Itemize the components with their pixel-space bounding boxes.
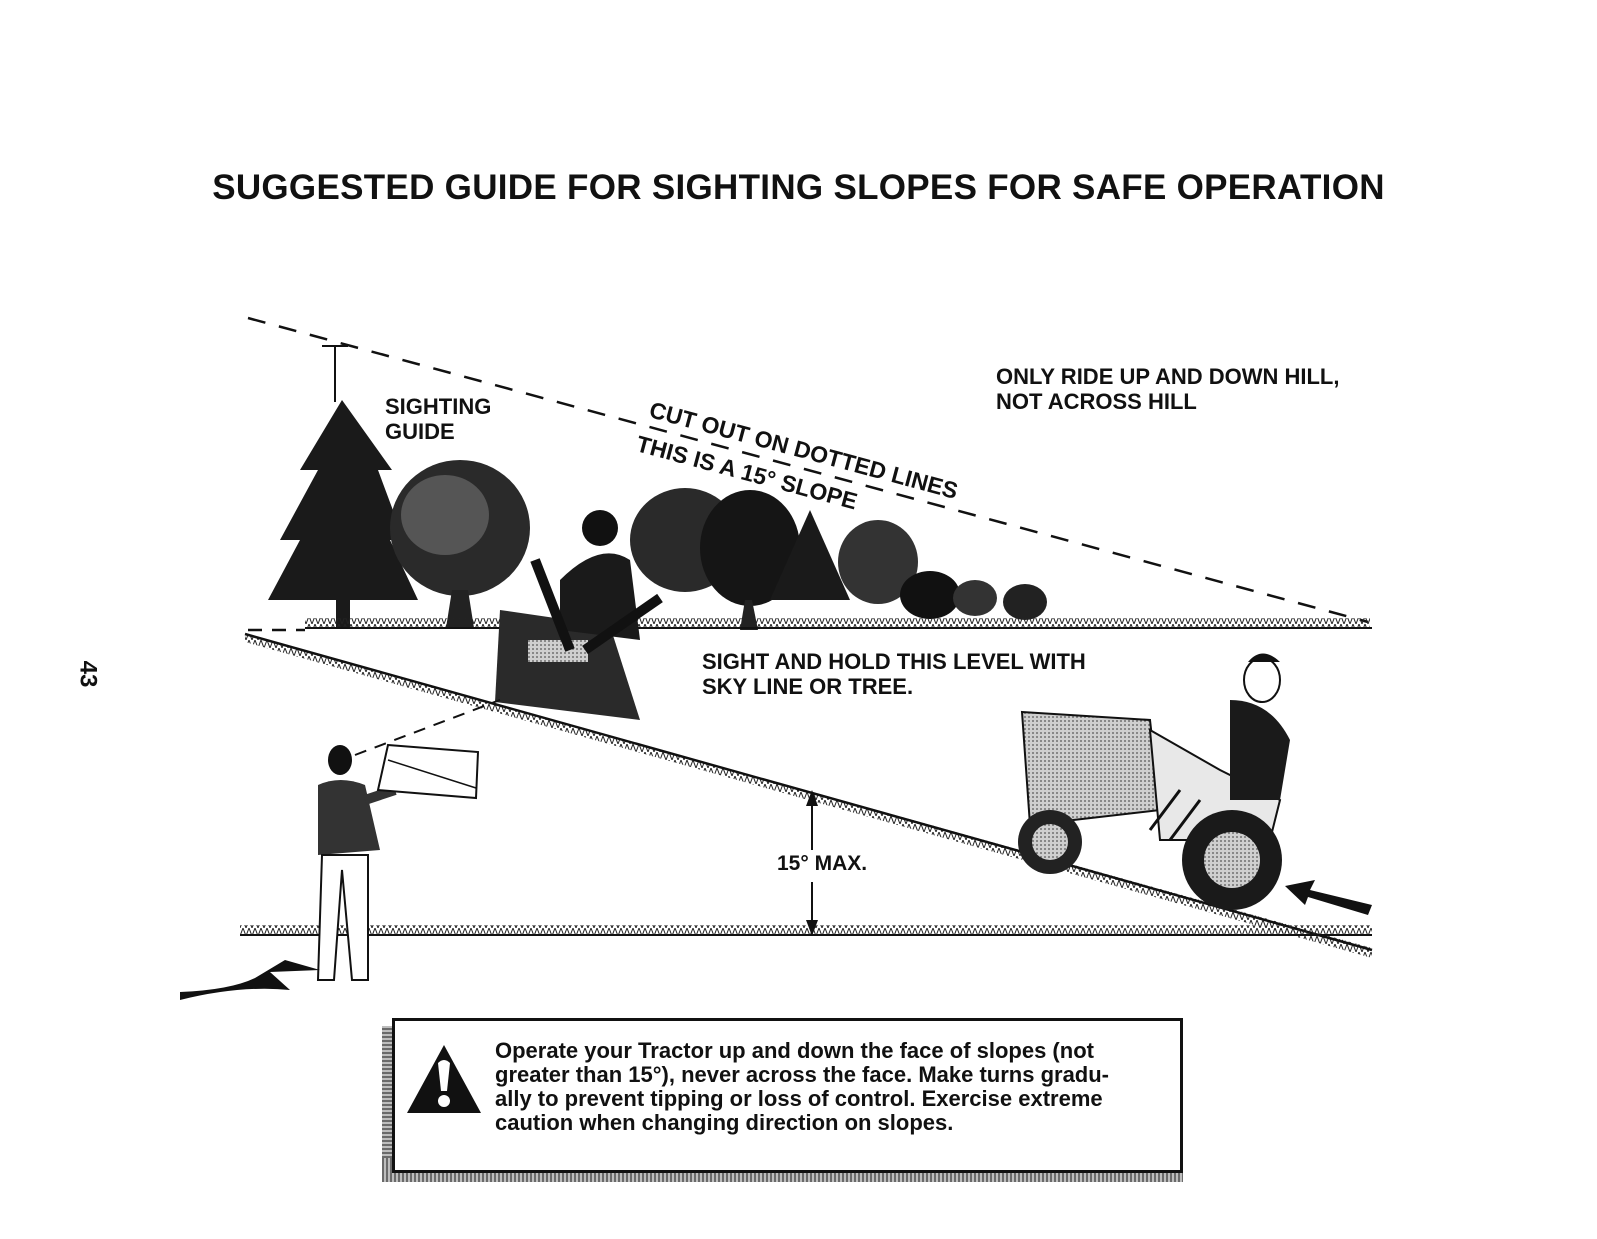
warning-box: Operate your Tractor up and down the fac…: [392, 1018, 1183, 1173]
sighting-guide-label: SIGHTING GUIDE: [385, 394, 491, 444]
eye-sight-line: [354, 699, 501, 756]
warning-line-3: ally to prevent tipping or loss of contr…: [495, 1086, 1103, 1111]
sighting-guide-line-1: SIGHTING: [385, 394, 492, 419]
slope-line: [244, 632, 1373, 952]
tree-cluster: [630, 488, 1047, 630]
warning-line-1: Operate your Tractor up and down the fac…: [495, 1038, 1094, 1063]
max-arrowhead-up: [806, 790, 818, 806]
warning-triangle-icon: [407, 1045, 481, 1113]
max-arrowhead-down: [806, 920, 818, 936]
tree-round-1: [390, 460, 530, 628]
ride-direction-line-2: NOT ACROSS HILL: [996, 389, 1197, 414]
page-title: SUGGESTED GUIDE FOR SIGHTING SLOPES FOR …: [212, 168, 1385, 207]
ground-grass: [240, 925, 1372, 935]
warning-line-4: caution when changing direction on slope…: [495, 1110, 954, 1135]
warning-text: Operate your Tractor up and down the fac…: [495, 1039, 1165, 1135]
horizon-grass: [305, 618, 1370, 628]
sight-line-dashed: [247, 316, 1369, 624]
max-angle-label: 15° MAX.: [777, 852, 868, 875]
tractor-rear: [495, 510, 663, 720]
man-sighting: [316, 699, 501, 981]
ride-direction-label: ONLY RIDE UP AND DOWN HILL, NOT ACROSS H…: [996, 364, 1339, 414]
riding-tractor: [1018, 653, 1290, 910]
sight-hold-label: SIGHT AND HOLD THIS LEVEL WITH SKY LINE …: [702, 649, 1086, 699]
slope-surface: [245, 634, 1372, 958]
sighting-guide-line-2: GUIDE: [385, 419, 455, 444]
page-number: 43: [74, 660, 102, 688]
sight-hold-line-2: SKY LINE OR TREE.: [702, 674, 914, 699]
direction-arrow-up-slope: [1285, 880, 1372, 915]
ride-direction-line-1: ONLY RIDE UP AND DOWN HILL,: [996, 364, 1340, 389]
warning-shadow-left: [382, 1026, 392, 1166]
sight-hold-line-1: SIGHT AND HOLD THIS LEVEL WITH: [702, 649, 1086, 674]
warning-line-2: greater than 15°), never across the face…: [495, 1062, 1110, 1087]
direction-arrow-ground: [180, 960, 320, 1000]
